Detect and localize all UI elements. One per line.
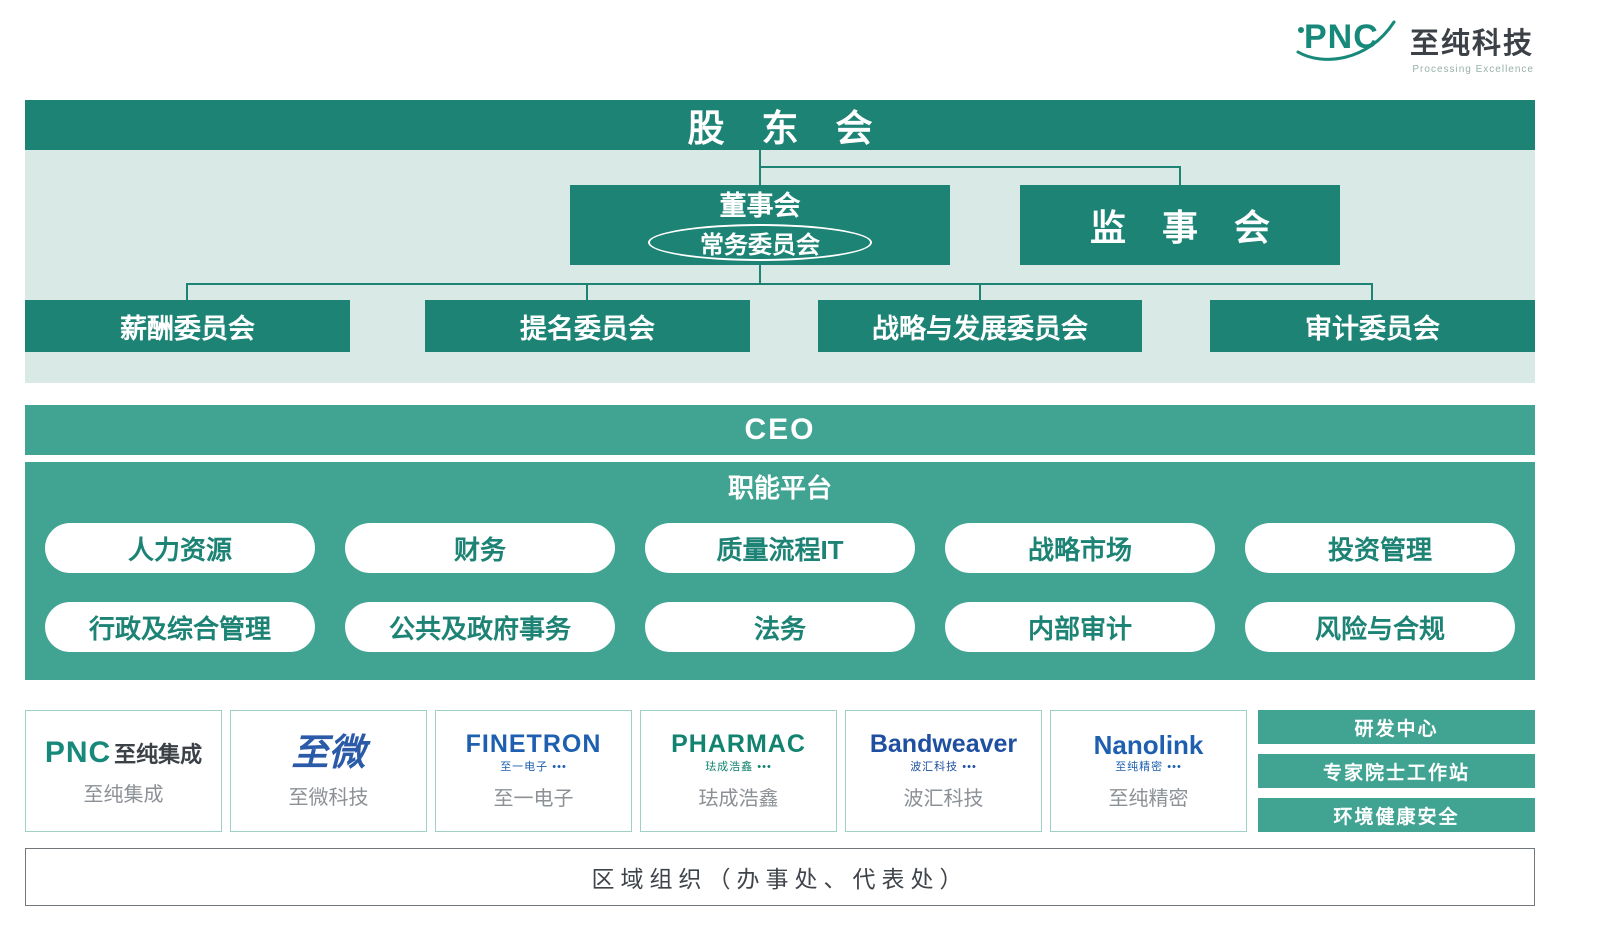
logo-nanolink-text: Nanolink: [1093, 729, 1204, 760]
dept-investment-management: 投资管理: [1245, 523, 1515, 573]
support-units-column: 研发中心 专家院士工作站 环境健康安全: [1258, 710, 1535, 832]
company-logo: PNC 至纯科技 Processing Excellence: [1292, 14, 1534, 75]
logo-text-block: 至纯科技 Processing Excellence: [1410, 14, 1534, 75]
dept-legal: 法务: [645, 602, 915, 652]
connector-down-committee-1: [186, 283, 188, 300]
committee-strategy-development: 战略与发展委员会: [818, 300, 1142, 352]
logo-brand-text: PNC: [1303, 18, 1379, 56]
logo-pharmac-text: PHARMAC: [671, 730, 806, 759]
dept-finance: 财务: [345, 523, 615, 573]
board-of-directors-box: 董事会 常务委员会: [570, 185, 950, 265]
pnc-logo-mark: PNC: [1292, 14, 1402, 66]
subsidiary-name: 至纯集成: [83, 783, 164, 806]
logo-tagline: Processing Excellence: [1412, 64, 1534, 75]
support-expert-academician-station: 专家院士工作站: [1258, 754, 1535, 788]
zhichun-integration-logo: PNC 至纯集成: [45, 736, 202, 769]
zhiwei-logo: 至微: [291, 729, 366, 774]
subsidiary-name: 波汇科技: [903, 787, 984, 810]
logo-bandweaver-text: Bandweaver: [869, 730, 1018, 759]
dept-admin-general: 行政及综合管理: [45, 602, 315, 652]
logo-swoosh-icon: [1296, 20, 1396, 61]
functional-platform-title: 职能平台: [727, 473, 832, 503]
connector-down-committee-3: [979, 283, 981, 300]
connector-committee-rail: [187, 283, 1373, 285]
committee-audit: 审计委员会: [1210, 300, 1535, 352]
logo-pnc-text: PNC: [44, 735, 112, 769]
logo-bandweaver-caption: 波汇科技 •••: [910, 760, 977, 773]
finetron-logo: FINETRON 至一电子 •••: [466, 731, 602, 773]
standing-committee-oval: 常务委员会: [648, 224, 872, 261]
board-title: 董事会: [719, 191, 801, 221]
subsidiary-zhichun-integration: PNC 至纯集成 至纯集成: [25, 710, 222, 832]
logo-zhiwei-text: 至微: [291, 729, 366, 774]
dept-internal-audit: 内部审计: [945, 602, 1215, 652]
logo-brand-cn: 至纯科技: [1409, 28, 1534, 60]
pharmac-logo: PHARMAC 珐成浩鑫 •••: [671, 731, 806, 773]
dept-risk-compliance: 风险与合规: [1245, 602, 1515, 652]
functional-platform-section: 职能平台 人力资源 财务 质量流程IT 战略市场 投资管理 行政及综合管理 公共…: [25, 462, 1535, 680]
dept-strategy-market: 战略市场: [945, 523, 1215, 573]
support-rd-center: 研发中心: [1258, 710, 1535, 744]
connector-board-down: [759, 265, 761, 284]
subsidiary-nanolink: Nanolink 至纯精密 ••• 至纯精密: [1050, 710, 1247, 832]
supervisory-board-box: 监 事 会: [1020, 185, 1340, 265]
dept-hr: 人力资源: [45, 523, 315, 573]
support-ehs: 环境健康安全: [1258, 798, 1535, 832]
subsidiaries-row: PNC 至纯集成 至纯集成 至微 至微科技 FINETRON 至一电子 ••• …: [25, 710, 1247, 832]
logo-pnc-cn-text: 至纯集成: [114, 741, 203, 767]
subsidiary-name: 至纯精密: [1108, 788, 1189, 811]
connector-down-committee-2: [586, 283, 588, 300]
regional-organizations-bar: 区域组织（办事处、代表处）: [25, 848, 1535, 906]
subsidiary-pharmac: PHARMAC 珐成浩鑫 ••• 珐成浩鑫: [640, 710, 837, 832]
subsidiary-bandweaver: Bandweaver 波汇科技 ••• 波汇科技: [845, 710, 1042, 832]
subsidiary-zhiwei-technology: 至微 至微科技: [230, 710, 427, 832]
subsidiary-name: 至一电子: [493, 787, 574, 810]
connector-branch-supervisory: [759, 166, 1181, 168]
bandweaver-logo: Bandweaver 波汇科技 •••: [870, 731, 1017, 773]
ceo-bar: CEO: [25, 405, 1535, 455]
shareholders-meeting-box: 股 东 会: [25, 100, 1535, 150]
committee-nomination: 提名委员会: [425, 300, 750, 352]
connector-down-committee-4: [1371, 283, 1373, 300]
subsidiary-name: 珐成浩鑫: [698, 787, 779, 810]
committee-compensation: 薪酬委员会: [25, 300, 350, 352]
logo-finetron-caption: 至一电子 •••: [500, 760, 567, 773]
logo-nanolink-caption: 至纯精密 •••: [1115, 761, 1182, 774]
subsidiary-name: 至微科技: [288, 787, 369, 810]
subsidiary-finetron: FINETRON 至一电子 ••• 至一电子: [435, 710, 632, 832]
connector-down-supervisory: [1179, 166, 1181, 185]
platform-row-1: 人力资源 财务 质量流程IT 战略市场 投资管理: [45, 523, 1515, 573]
dept-quality-process-it: 质量流程IT: [645, 523, 915, 573]
logo-finetron-text: FINETRON: [465, 730, 602, 759]
dept-public-government-affairs: 公共及政府事务: [345, 602, 615, 652]
nanolink-logo: Nanolink 至纯精密 •••: [1094, 731, 1204, 774]
logo-pharmac-caption: 珐成浩鑫 •••: [705, 760, 772, 773]
platform-row-2: 行政及综合管理 公共及政府事务 法务 内部审计 风险与合规: [45, 602, 1515, 652]
